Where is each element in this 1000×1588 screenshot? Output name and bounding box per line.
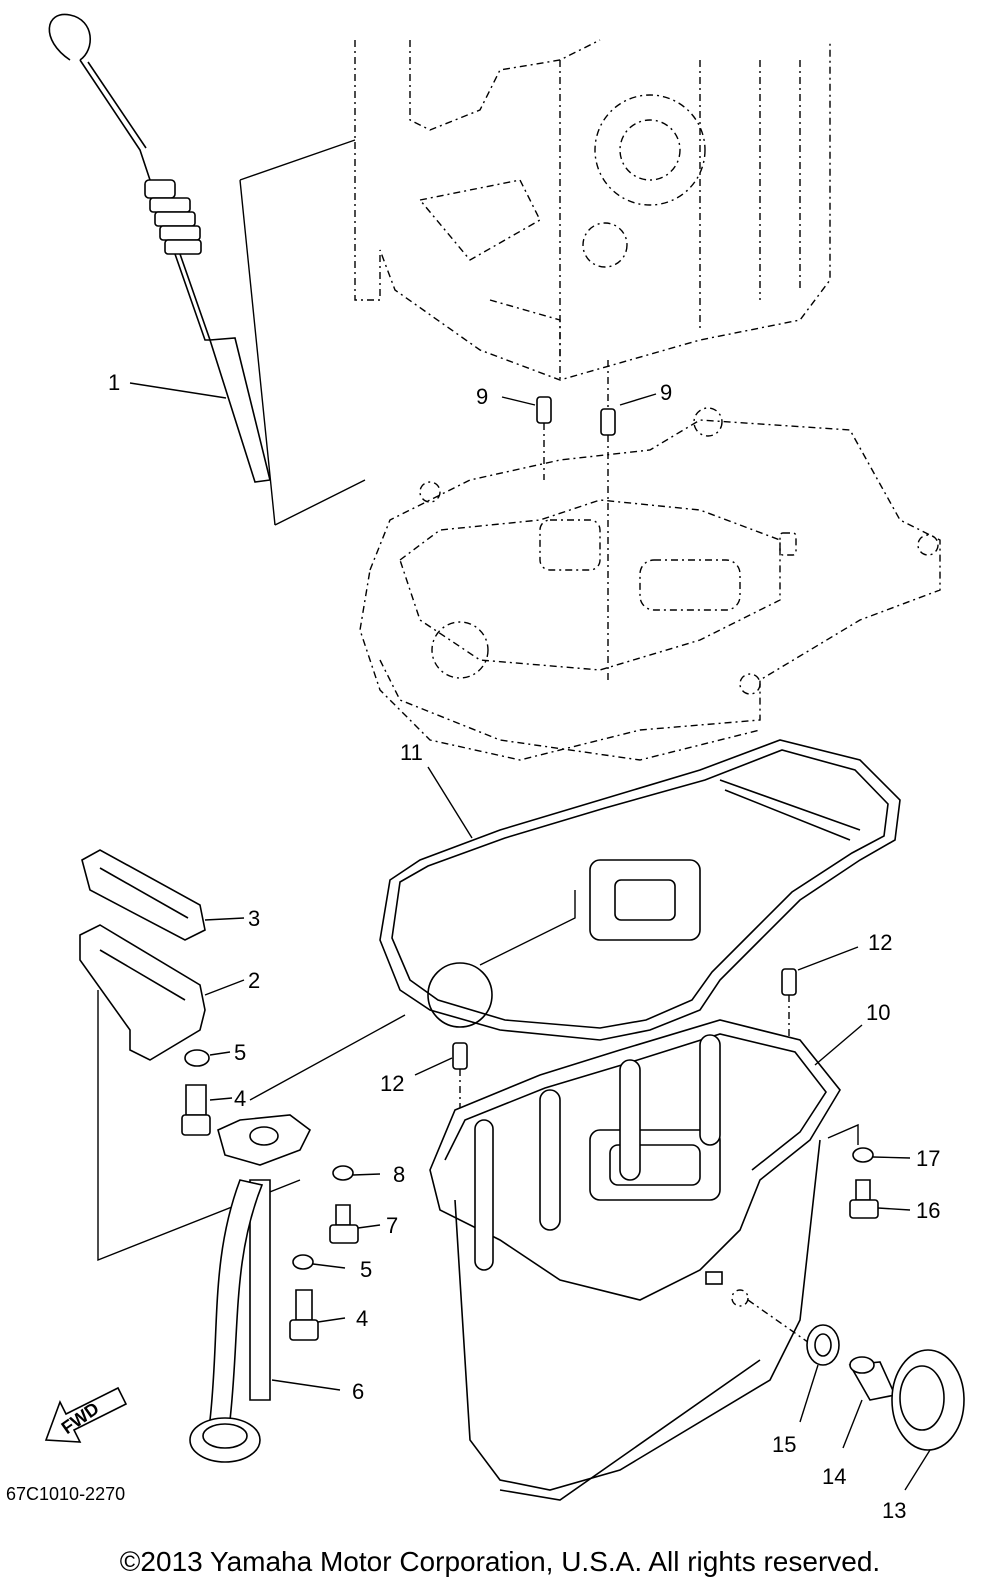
copyright-notice: ©2013 Yamaha Motor Corporation, U.S.A. A… <box>119 1546 881 1577</box>
callout-6: 6 <box>352 1379 365 1404</box>
diagram-code: 67C1010-2270 <box>6 1484 126 1504</box>
callout-10: 10 <box>866 1000 891 1025</box>
callout-13: 13 <box>882 1498 907 1523</box>
fwd-arrow-icon <box>44 1386 128 1443</box>
oil-strainer-assembly <box>79 849 406 1463</box>
callout-16: 16 <box>916 1198 941 1223</box>
drain-parts <box>799 1123 965 1491</box>
callout-9-left: 9 <box>476 384 489 409</box>
engine-block <box>239 39 831 526</box>
oil-pan-gasket <box>379 739 901 1041</box>
oil-dipstick <box>48 13 271 483</box>
callout-8: 8 <box>393 1162 406 1187</box>
callout-11: 11 <box>400 740 423 765</box>
oil-pan <box>429 1019 863 1501</box>
callout-12-left: 12 <box>380 1071 405 1096</box>
callout-4-upper: 4 <box>234 1086 247 1111</box>
callout-17: 17 <box>916 1146 941 1171</box>
callout-9-right: 9 <box>660 380 673 405</box>
callout-15: 15 <box>772 1432 797 1457</box>
callout-4-lower: 4 <box>356 1306 369 1331</box>
exhaust-guide <box>359 407 941 761</box>
dowel-pins-9 <box>501 360 657 680</box>
callout-14: 14 <box>822 1464 847 1489</box>
callout-7: 7 <box>386 1213 399 1238</box>
callout-5-upper: 5 <box>234 1040 247 1065</box>
callout-5-lower: 5 <box>360 1257 373 1282</box>
callout-12-right: 12 <box>868 930 893 955</box>
callout-2: 2 <box>248 968 261 993</box>
callout-3: 3 <box>248 906 261 931</box>
callout-1: 1 <box>108 370 121 395</box>
